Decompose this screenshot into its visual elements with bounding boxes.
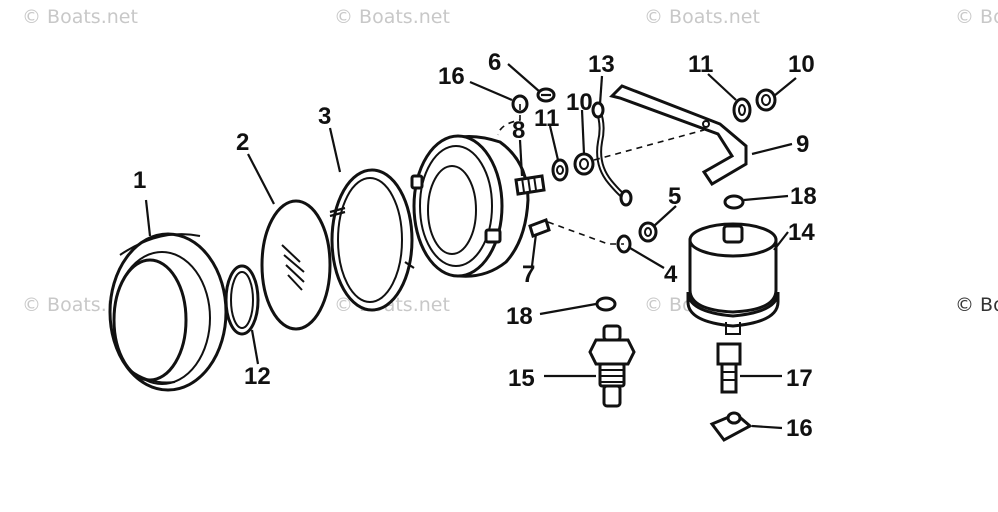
callout-2: 2 (236, 129, 249, 156)
part-7-screw[interactable] (528, 218, 551, 238)
part-8-stud[interactable] (514, 174, 546, 196)
part-6-screw[interactable] (536, 87, 556, 103)
watermark: © Boats.net (644, 6, 760, 28)
callout-8: 8 (512, 117, 525, 144)
part-14-sender[interactable] (686, 222, 780, 335)
watermark: © Bo (955, 294, 998, 316)
gauge-body[interactable] (410, 134, 530, 278)
part-18-clip-lower[interactable] (595, 296, 617, 312)
callout-12: 12 (244, 363, 271, 390)
part-12-ring[interactable] (224, 264, 260, 336)
part-16-fitting[interactable] (709, 411, 753, 442)
callout-13: 13 (588, 51, 615, 78)
callout-18-upper: 18 (790, 183, 817, 210)
part-17-adapter[interactable] (716, 342, 742, 394)
callout-16-top: 16 (438, 63, 465, 90)
callout-6: 6 (488, 49, 501, 76)
callout-17: 17 (786, 365, 813, 392)
callout-10-top: 10 (788, 51, 815, 78)
part-18-clip-upper[interactable] (723, 194, 745, 210)
callout-14: 14 (788, 219, 815, 246)
part-2-lens[interactable] (260, 199, 332, 331)
part-13-wire-lead[interactable] (591, 101, 633, 207)
callout-5: 5 (668, 183, 681, 210)
dashed-guide-line (497, 104, 521, 136)
part-3-retaining-ring[interactable] (329, 168, 415, 312)
part-15-sender[interactable] (588, 324, 636, 408)
part-11-lockwasher-top[interactable] (732, 97, 752, 123)
callout-9: 9 (796, 131, 809, 158)
dashed-guide-line (547, 221, 624, 245)
callout-11-middle: 11 (534, 105, 559, 132)
callout-11-top: 11 (688, 51, 713, 78)
part-10-nut[interactable] (573, 152, 595, 176)
callout-10-middle: 10 (566, 89, 593, 116)
watermark: © Boats.net (334, 6, 450, 28)
dashed-guide-line (593, 129, 705, 161)
callout-3: 3 (318, 103, 331, 130)
part-5-nut[interactable] (638, 221, 658, 243)
leader-lines (144, 63, 797, 430)
callout-15: 15 (508, 365, 535, 392)
callout-16-bottom: 16 (786, 415, 813, 442)
part-1-bezel[interactable] (108, 232, 228, 392)
watermark: © Bo (955, 6, 998, 28)
part-9-bracket[interactable] (609, 84, 748, 187)
part-10-nut-top[interactable] (755, 88, 777, 112)
callout-18-lower: 18 (506, 303, 533, 330)
callout-4: 4 (664, 261, 678, 288)
watermark: © Boats.net (22, 6, 138, 28)
callout-1: 1 (133, 167, 146, 194)
callout-7: 7 (522, 261, 535, 288)
part-11-lockwasher[interactable] (551, 158, 569, 182)
